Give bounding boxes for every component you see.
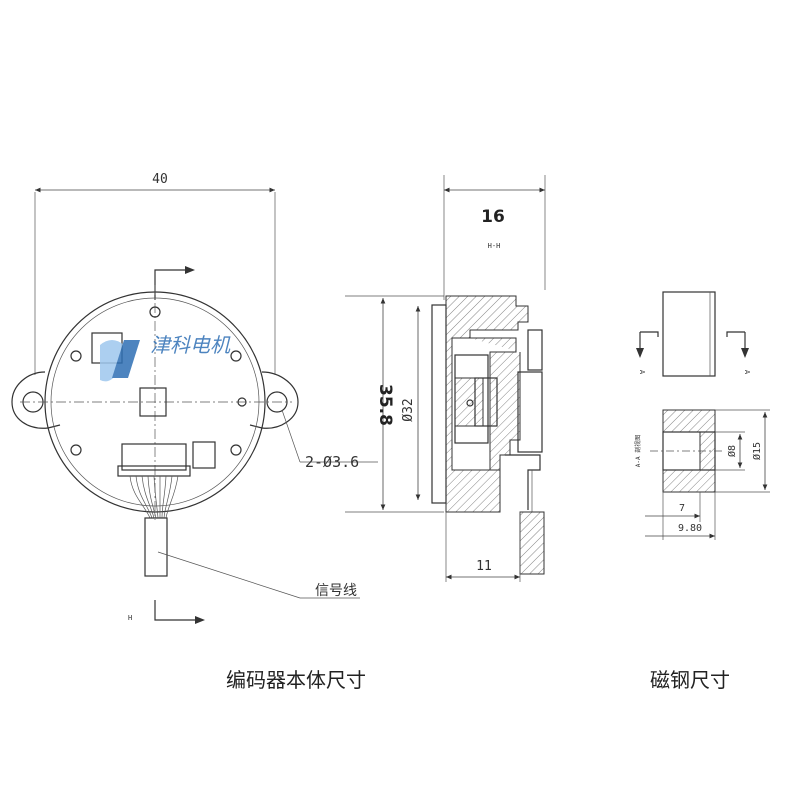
section-a-left-bar [640, 331, 659, 337]
magnet-elevation [662, 291, 716, 377]
flange-plate [431, 304, 447, 504]
chip-bottom-right [192, 441, 216, 469]
section-a-left: A [638, 370, 646, 375]
pcb-edge [527, 329, 543, 371]
width-dim-label: 40 [152, 172, 168, 187]
len-total-label: 9.80 [678, 523, 702, 534]
section-mark-letter: H [128, 614, 132, 622]
watermark-logo: 津科电机 [100, 333, 231, 382]
bottom-dim-label: 11 [476, 559, 492, 574]
caption-magnet: 磁钢尺寸 [650, 668, 730, 692]
connector-housing [121, 443, 187, 471]
magnet-view: A A A-A 剖视图 Ø8 Ø15 7 9.80 [634, 291, 770, 540]
hole-note: 2-Ø3.6 [305, 453, 359, 471]
cable-wires [129, 475, 179, 519]
section-a-right: A [743, 370, 751, 375]
magnet-section [454, 377, 484, 427]
depth-dim-label: 16 [481, 207, 505, 227]
section-a-right-bar [726, 331, 745, 337]
pcb-hole-3 [70, 444, 82, 456]
magnet-section-label: A-A 剖视图 [634, 435, 642, 467]
cable-leader-1 [157, 551, 301, 599]
cable-sheath-side [519, 511, 545, 575]
connector-base [117, 465, 191, 477]
magnet-section-top [662, 409, 716, 433]
pcb-hole-2 [230, 350, 242, 362]
side-view: 16 H-H 35.8 Ø32 11 [345, 175, 546, 582]
outer-dia-label: Ø15 [751, 442, 763, 460]
shaft-hole [466, 399, 474, 407]
chip-center [139, 387, 167, 417]
inner-dia-label: Ø8 [726, 445, 738, 457]
section-arrow-top [185, 266, 195, 274]
inner-section [470, 337, 521, 471]
hole-leader-1 [281, 409, 301, 463]
watermark-text: 津科电机 [150, 333, 231, 357]
height-dim-label: 35.8 [375, 384, 395, 426]
pcb-hole-4 [230, 444, 242, 456]
caption-encoder: 编码器本体尺寸 [226, 668, 366, 692]
section-a-left-arrow [636, 348, 644, 358]
pcb-hole-6 [237, 397, 247, 407]
cable-label: 信号线 [315, 583, 357, 599]
magnet-section-bottom [662, 469, 716, 493]
dia-dim-label: Ø32 [401, 398, 416, 421]
housing-section [445, 295, 529, 513]
section-label-hh: H-H [488, 242, 501, 250]
connector-side [505, 454, 541, 510]
front-view: 40 [11, 172, 378, 624]
section-mark-bottom [154, 600, 195, 621]
cable-sheath [144, 517, 168, 577]
ear-left [11, 371, 61, 429]
pcb-hole-1 [70, 350, 82, 362]
shaft-block [474, 377, 498, 427]
len-inner-label: 7 [679, 503, 685, 514]
pcb-hole-5 [149, 306, 161, 318]
section-a-right-arrow [741, 348, 749, 358]
pcb-side [517, 371, 543, 453]
section-arrow-bottom [195, 616, 205, 624]
ear-right [249, 371, 299, 429]
